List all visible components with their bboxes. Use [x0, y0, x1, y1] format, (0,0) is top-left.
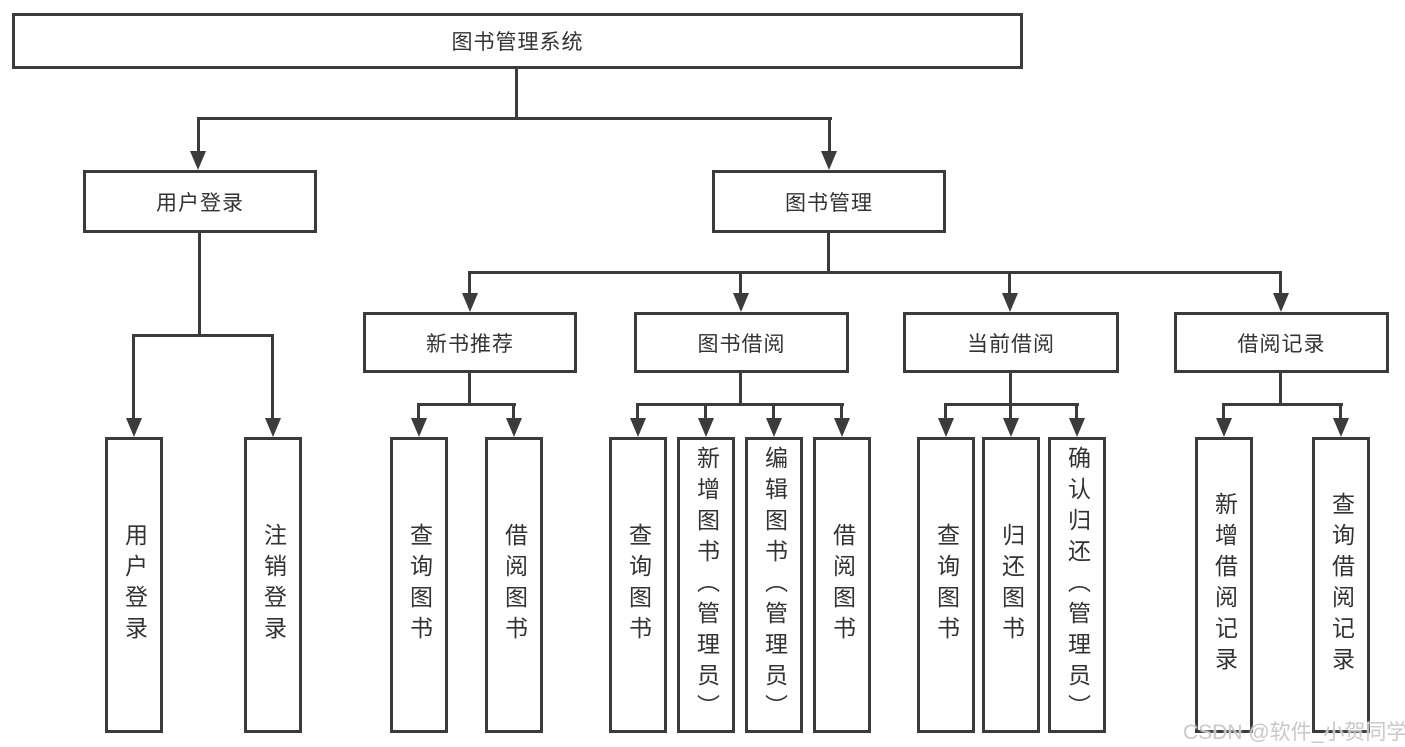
- connector-line: [1222, 403, 1225, 420]
- connector-line: [828, 117, 831, 153]
- arrowhead-down: [733, 293, 749, 312]
- node-leaf-add-borrow-record: 新增借阅记录: [1195, 437, 1253, 733]
- arrowhead-down: [265, 418, 281, 437]
- connector-line: [132, 334, 135, 419]
- node-leaf-edit-book-admin: 编辑图书（管理员）: [745, 437, 803, 733]
- connector-line: [271, 334, 274, 419]
- connector-line: [197, 117, 832, 120]
- connector-line: [1222, 403, 1343, 406]
- node-new-book-recommend: 新书推荐: [363, 312, 577, 373]
- connector-line: [636, 403, 844, 406]
- connector-line: [1279, 271, 1282, 294]
- connector-line: [515, 69, 518, 118]
- arrowhead-down: [821, 151, 837, 170]
- arrowhead-down: [1216, 418, 1232, 437]
- node-borrowing-records: 借阅记录: [1174, 312, 1389, 373]
- arrowhead-down: [462, 293, 478, 312]
- connector-line: [512, 403, 515, 420]
- node-user-login-branch: 用户登录: [83, 170, 317, 233]
- connector-line: [417, 403, 420, 420]
- node-current-borrowing: 当前借阅: [903, 312, 1119, 373]
- arrowhead-down: [190, 151, 206, 170]
- node-leaf-query-borrow-record: 查询借阅记录: [1312, 437, 1370, 733]
- node-leaf-user-login: 用户登录: [105, 437, 163, 733]
- node-leaf-logout: 注销登录: [244, 437, 302, 733]
- connector-line: [1339, 403, 1342, 420]
- arrowhead-down: [506, 418, 522, 437]
- arrowhead-down: [126, 418, 142, 437]
- arrowhead-down: [1069, 418, 1085, 437]
- connector-line: [468, 271, 471, 294]
- connector-line: [1075, 403, 1078, 420]
- node-book-borrowing: 图书借阅: [634, 312, 849, 373]
- connector-line: [840, 403, 843, 420]
- node-leaf-add-book-admin: 新增图书（管理员）: [677, 437, 735, 733]
- watermark: CSDN @软件_小贺同学: [1183, 721, 1405, 744]
- connector-line: [1009, 403, 1012, 420]
- connector-line: [772, 403, 775, 420]
- arrowhead-down: [834, 418, 850, 437]
- node-leaf-return-books: 归还图书: [982, 437, 1040, 733]
- arrowhead-down: [1333, 418, 1349, 437]
- connector-line: [417, 403, 516, 406]
- arrowhead-down: [1002, 293, 1018, 312]
- connector-line: [739, 373, 742, 405]
- connector-line: [468, 373, 471, 405]
- arrowhead-down: [938, 418, 954, 437]
- arrowhead-down: [411, 418, 427, 437]
- connector-line: [468, 271, 1282, 274]
- connector-line: [1009, 373, 1012, 405]
- node-leaf-query-books-1: 查询图书: [390, 437, 448, 733]
- connector-line: [636, 403, 639, 420]
- node-leaf-query-books-2: 查询图书: [609, 437, 667, 733]
- node-book-management-branch: 图书管理: [712, 170, 946, 233]
- connector-line: [827, 233, 830, 273]
- node-root: 图书管理系统: [12, 13, 1023, 69]
- node-leaf-borrow-books-2: 借阅图书: [813, 437, 871, 733]
- connector-line: [1279, 373, 1282, 405]
- arrowhead-down: [698, 418, 714, 437]
- connector-line: [197, 117, 200, 153]
- arrowhead-down: [1003, 418, 1019, 437]
- connector-line: [132, 334, 274, 337]
- arrowhead-down: [766, 418, 782, 437]
- node-leaf-confirm-return-admin: 确认归还（管理员）: [1048, 437, 1106, 733]
- connector-line: [198, 233, 201, 336]
- connector-line: [704, 403, 707, 420]
- connector-line: [739, 271, 742, 294]
- arrowhead-down: [1273, 293, 1289, 312]
- connector-line: [1008, 271, 1011, 294]
- node-leaf-query-books-3: 查询图书: [917, 437, 975, 733]
- arrowhead-down: [630, 418, 646, 437]
- connector-line: [944, 403, 947, 420]
- node-leaf-borrow-books-1: 借阅图书: [485, 437, 543, 733]
